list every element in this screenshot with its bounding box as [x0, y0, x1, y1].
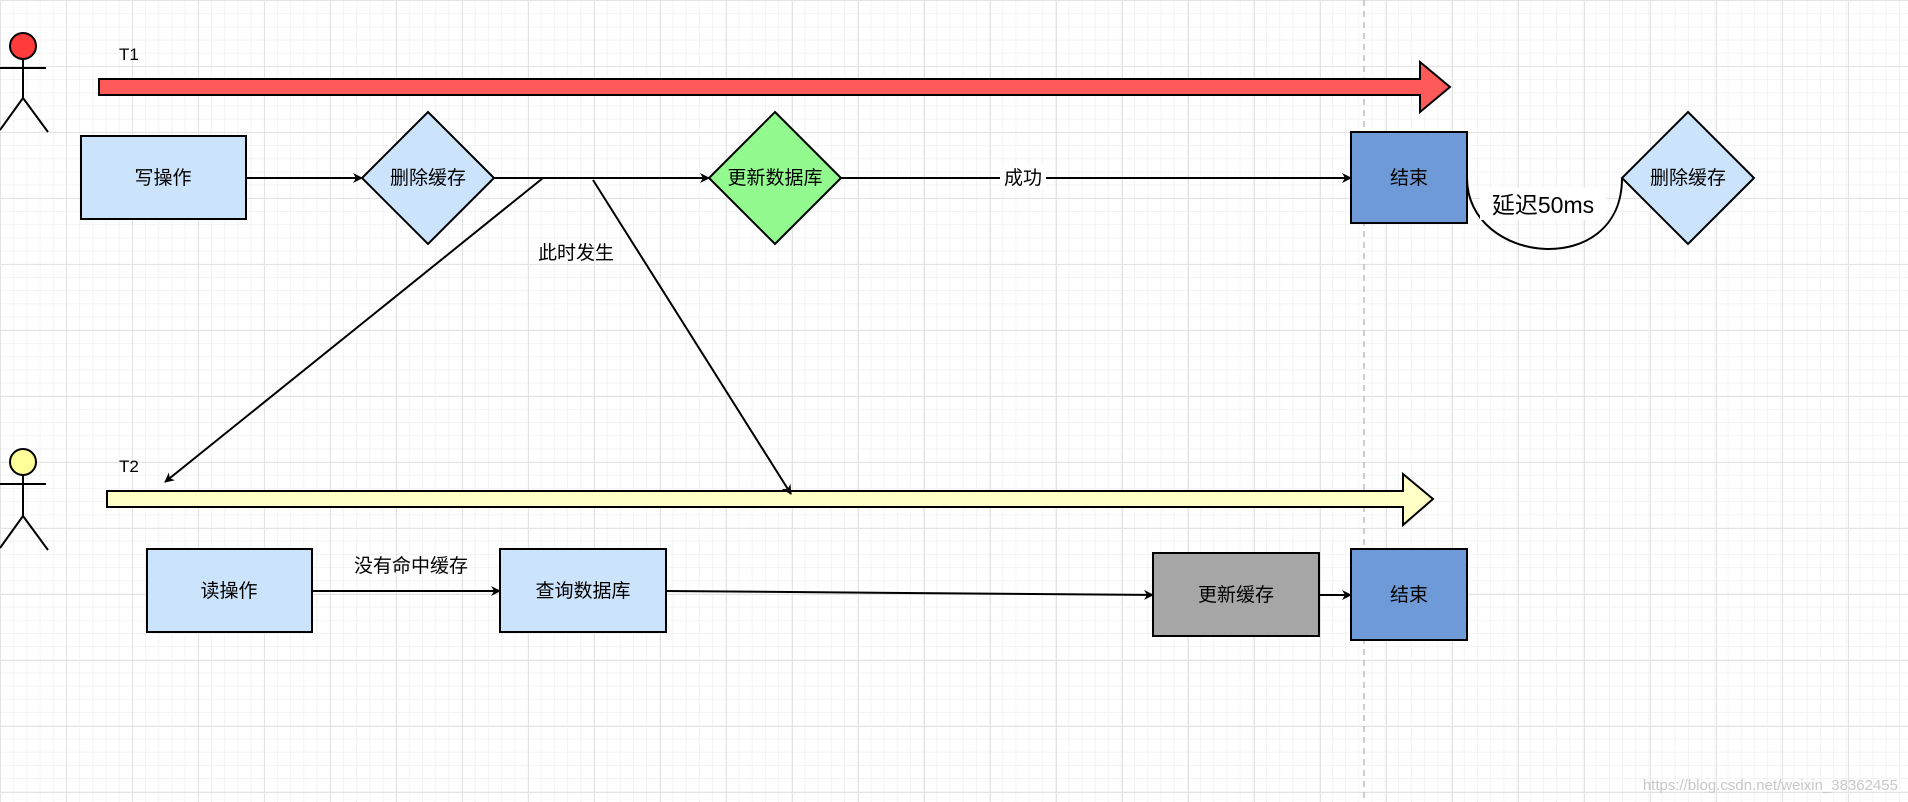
actor-t2-head — [9, 448, 37, 476]
actor-t1-label: T1 — [119, 45, 139, 64]
success-label: 成功 — [1004, 167, 1042, 189]
success-label-bg — [1000, 166, 1046, 190]
edge-query-to-update-cache — [665, 589, 1154, 600]
actor-t2-label: T2 — [119, 457, 139, 476]
actor-t1[interactable] — [0, 32, 49, 133]
edge-cross-to-t2-left — [164, 177, 544, 483]
delay-label-bg — [1480, 188, 1606, 220]
actor-t2[interactable] — [0, 448, 49, 551]
delay-curve — [1466, 177, 1623, 250]
end-node-1[interactable] — [1350, 131, 1468, 224]
update-db-label: 更新数据库 — [727, 167, 822, 189]
update-cache-label: 更新缓存 — [1198, 584, 1274, 606]
update-cache-node[interactable] — [1152, 552, 1320, 637]
end-node-2[interactable] — [1350, 548, 1468, 641]
t1-timeline-arrow — [98, 59, 1452, 115]
cache-miss-label: 没有命中缓存 — [354, 555, 468, 577]
delete-cache-label-2: 删除缓存 — [1650, 167, 1726, 189]
end-label-2: 结束 — [1390, 584, 1428, 606]
end-label-1: 结束 — [1390, 167, 1428, 189]
write-op-label: 写操作 — [134, 167, 191, 189]
watermark: https://blog.csdn.net/weixin_38362455 — [1642, 777, 1898, 794]
update-db-node[interactable] — [707, 110, 843, 246]
query-db-node[interactable] — [499, 548, 667, 633]
delete-cache-node-1[interactable] — [360, 110, 496, 246]
delete-cache-node-2[interactable] — [1620, 110, 1756, 246]
delay-label: 延迟50ms — [1492, 192, 1594, 218]
happens-now-label: 此时发生 — [538, 242, 614, 264]
edge-cross-to-t2-right — [592, 179, 792, 495]
read-op-node[interactable] — [146, 548, 313, 633]
t2-timeline-arrow — [106, 471, 1435, 528]
actor-t1-head — [9, 32, 37, 60]
write-op-node[interactable] — [80, 135, 247, 220]
delete-cache-label-1: 删除缓存 — [390, 167, 466, 189]
query-db-label: 查询数据库 — [535, 580, 630, 602]
read-op-label: 读操作 — [200, 580, 257, 602]
